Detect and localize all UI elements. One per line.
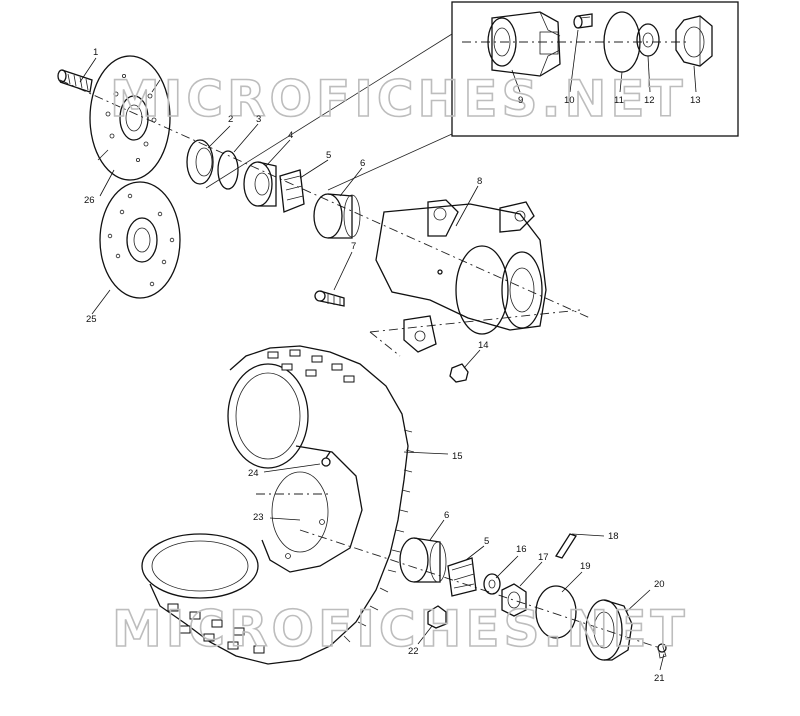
callout-5-lower: 5 [484, 536, 489, 547]
part-6-bearing-cup-lower [399, 537, 447, 583]
part-7-bolt [314, 290, 345, 307]
callout-1: 1 [93, 47, 98, 58]
part-13-nut [675, 15, 713, 67]
part-20-hub-cap [585, 599, 633, 661]
callout-8: 8 [477, 176, 482, 187]
part-4-bearing-hub [243, 161, 277, 207]
inset-detail-box [205, 1, 739, 191]
part-22-lug-nut [427, 605, 447, 629]
callout-12: 12 [644, 95, 655, 106]
part-19-o-ring [535, 585, 577, 639]
part-10-pin [573, 13, 593, 29]
part-3-snap-ring [217, 150, 239, 190]
part-9-caliper-hub [487, 11, 561, 77]
callout-labels: 1 2 3 4 5 6 7 8 9 10 11 12 13 14 15 16 1… [84, 47, 701, 684]
callout-15: 15 [452, 451, 463, 462]
callout-11: 11 [614, 95, 624, 106]
leader-lines [79, 29, 697, 671]
callout-7: 7 [351, 241, 356, 252]
callout-9: 9 [518, 95, 523, 106]
part-25-brake-disc [99, 181, 181, 299]
watermark-bottom: MICROFICHES.NET [112, 600, 689, 658]
callout-6: 6 [360, 158, 365, 169]
callout-24: 24 [248, 468, 259, 479]
callout-22: 22 [408, 646, 419, 657]
callout-10: 10 [564, 95, 575, 106]
part-5-tapered-bearing-lower [447, 557, 477, 597]
callout-26: 26 [84, 195, 95, 206]
callout-25: 25 [86, 314, 97, 325]
callout-2: 2 [228, 114, 233, 125]
callout-20: 20 [654, 579, 665, 590]
callout-18: 18 [608, 531, 619, 542]
part-24-valve-stem [321, 451, 331, 467]
part-18-cotter-pin [555, 533, 577, 559]
callout-21: 21 [654, 673, 665, 684]
watermark-top: MICROFICHES.NET [110, 70, 687, 128]
callout-16: 16 [516, 544, 527, 555]
part-5-tapered-bearing [279, 169, 305, 213]
part-6-bearing-cup [313, 193, 361, 239]
callout-5: 5 [326, 150, 331, 161]
part-17-castle-nut [501, 583, 527, 617]
callout-4: 4 [288, 130, 293, 141]
part-15-tire [141, 345, 415, 665]
callout-19: 19 [580, 561, 591, 572]
part-8-hub-carrier [375, 199, 547, 353]
part-2-seal [186, 139, 214, 185]
part-1-bolt [57, 69, 93, 93]
callout-17: 17 [538, 552, 549, 563]
part-16-washer [483, 573, 501, 595]
callout-14: 14 [478, 340, 489, 351]
part-26-brake-disc [89, 55, 171, 181]
callout-6-lower: 6 [444, 510, 449, 521]
callout-13: 13 [690, 95, 701, 106]
callout-23: 23 [253, 512, 264, 523]
part-14-nut [449, 363, 469, 383]
part-23-rim [261, 445, 363, 573]
callout-3: 3 [256, 114, 261, 125]
